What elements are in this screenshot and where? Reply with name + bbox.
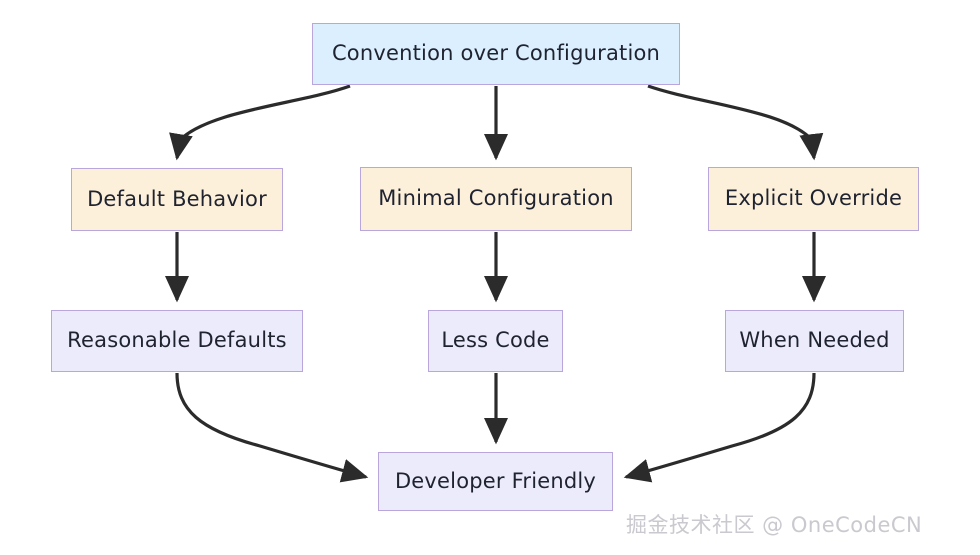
node-label: Minimal Configuration (378, 186, 614, 211)
edge-reason-to-dev (175, 372, 369, 483)
node-label: Explicit Override (724, 186, 903, 211)
node-minimal-configuration[interactable]: Minimal Configuration (360, 167, 632, 231)
node-label: Convention over Configuration (331, 41, 661, 66)
edge-when-to-dev (623, 372, 816, 483)
edge-root-to-explicit (647, 84, 824, 161)
node-label: When Needed (739, 328, 890, 353)
node-developer-friendly[interactable]: Developer Friendly (378, 452, 613, 511)
node-label: Reasonable Defaults (67, 328, 287, 353)
node-default-behavior[interactable]: Default Behavior (71, 168, 283, 231)
edge-root-to-default (169, 84, 351, 161)
node-reasonable-defaults[interactable]: Reasonable Defaults (51, 310, 303, 372)
node-convention-over-configuration[interactable]: Convention over Configuration (312, 23, 680, 85)
watermark-text: 掘金技术社区 @ OneCodeCN (626, 513, 923, 537)
node-label: Less Code (441, 328, 550, 353)
node-label: Developer Friendly (394, 468, 597, 493)
node-when-needed[interactable]: When Needed (725, 310, 904, 372)
node-less-code[interactable]: Less Code (428, 310, 563, 372)
node-label: Default Behavior (87, 186, 267, 211)
node-explicit-override[interactable]: Explicit Override (708, 167, 919, 231)
